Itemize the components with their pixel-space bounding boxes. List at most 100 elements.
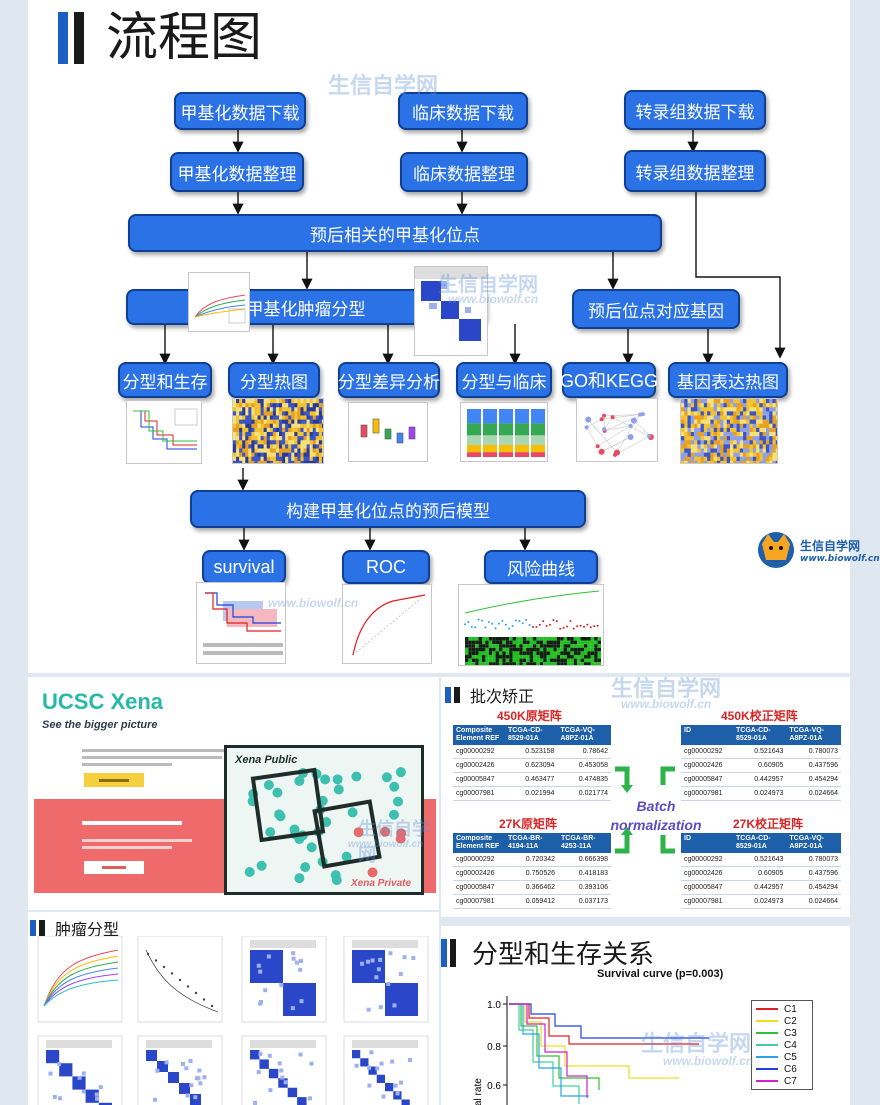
node-transcript-clean: 转录组数据整理 [624, 150, 766, 192]
table-cell: 0.523158 [505, 745, 558, 759]
table-cell: 0.024973 [733, 894, 787, 909]
node-survival: survival [202, 550, 286, 584]
table-cell: 0.474835 [557, 772, 611, 787]
legend-swatch [756, 1056, 778, 1058]
thumb-roc [342, 584, 432, 664]
table-caption: 27K原矩阵 [499, 817, 558, 831]
ytick: 0.8 [487, 1042, 501, 1053]
tumor-heading: 肿瘤分型 [30, 916, 119, 940]
node-gene-heatmap: 基因表达热图 [668, 362, 788, 398]
table-caption: 27K校正矩阵 [733, 817, 804, 831]
table-cell: cg00007981 [453, 786, 505, 801]
table-header-cell: TCGA-VQ-A8PZ-01A [786, 725, 841, 745]
table-header-cell: ID [681, 833, 733, 853]
table-caption: 450K原矩阵 [497, 709, 562, 723]
legend-label: C5 [784, 1051, 797, 1063]
node-methyl-clean: 甲基化数据整理 [170, 152, 304, 192]
table-cell: 0.418183 [558, 866, 611, 881]
node-roc: ROC [342, 550, 430, 584]
watermark-url: www.biowolf.cn [621, 697, 712, 711]
ytick: 1.0 [487, 1000, 501, 1011]
table-header-cell: TCGA-BR-4253-11A [558, 833, 611, 853]
thumb-subtype-heatmap [232, 398, 324, 464]
table-cell: 0.78642 [557, 745, 611, 759]
table-header-cell: TCGA-CD-8529-01A [505, 725, 558, 745]
table-cell: 0.442957 [733, 772, 787, 787]
table-cell: cg00002426 [453, 866, 505, 881]
logo-url: www.biowolf.cn [800, 553, 880, 564]
table-cell: 0.021994 [505, 786, 558, 801]
table-cell: 0.780073 [786, 853, 841, 867]
legend-entry: C7 [752, 1075, 812, 1087]
legend-label: C3 [784, 1027, 797, 1039]
tutorials-button[interactable] [84, 861, 144, 874]
survival-chart-title: Survival curve (p=0.003) [597, 968, 724, 980]
table-cell: cg00005847 [453, 772, 505, 787]
survival-heading: 分型和生存关系 [441, 934, 654, 971]
legend-entry: C4 [752, 1039, 812, 1051]
tumor-heading-text: 肿瘤分型 [55, 920, 120, 939]
legend-swatch [756, 1020, 778, 1022]
brand-logo: 生信自学网 www.biowolf.cn [756, 530, 880, 570]
table-cell: 0.454294 [786, 772, 841, 787]
legend-label: C2 [784, 1015, 797, 1027]
table-cell: 0.750526 [505, 866, 558, 881]
table-cell: 0.780073 [786, 745, 841, 759]
node-clinical-clean: 临床数据整理 [400, 152, 528, 192]
table-cell: 0.024973 [733, 786, 787, 801]
legend-label: C4 [784, 1039, 797, 1051]
table-cell: 0.393106 [558, 880, 611, 895]
legend-label: C7 [784, 1075, 797, 1087]
node-subtype-survival: 分型和生存 [118, 362, 212, 398]
table-cell: 0.666398 [558, 853, 611, 867]
table-cell: 0.437596 [786, 866, 841, 881]
xena-description-placeholder [82, 747, 242, 766]
xena-panel: UCSC Xena See the bigger picture Xena Pu… [28, 677, 439, 910]
table-cell: cg00005847 [453, 880, 505, 895]
table-header-cell: TCGA-CD-8529-01A [733, 725, 787, 745]
fox-logo-icon [758, 532, 794, 568]
table-cell: cg00002426 [681, 866, 733, 881]
table-cell: cg00000292 [453, 853, 505, 867]
flowchart-panel: 流程图 甲基化数据下载 [28, 0, 850, 673]
batch-heading-text: 批次矫正 [470, 687, 535, 706]
table-cell: 0.623094 [505, 758, 558, 773]
page-title: 流程图 [106, 8, 263, 68]
survival-panel: 分型和生存关系 Survival curve (p=0.003) al rate… [441, 926, 850, 1105]
launch-xena-button[interactable] [84, 773, 144, 787]
thumb-boxplot [348, 402, 428, 462]
watermark-brand: 生信自学网 [611, 676, 722, 701]
table-cell: 0.60905 [733, 758, 787, 773]
table-cell: 0.521643 [733, 745, 787, 759]
table-cell: 0.463477 [505, 772, 558, 787]
table-header-cell: TCGA-VQ-A8PZ-01A [786, 833, 841, 853]
legend-entry: C5 [752, 1051, 812, 1063]
node-transcript-download: 转录组数据下载 [624, 90, 766, 130]
consensus-thumbnail-grid [37, 936, 429, 1105]
table-cell: cg00002426 [453, 758, 505, 773]
batch-label-line2: normalization [610, 817, 702, 833]
xena-title: UCSC Xena [42, 689, 164, 714]
survival-heading-text: 分型和生存关系 [472, 940, 655, 970]
legend-label: C1 [784, 1003, 797, 1015]
batch-heading: 批次矫正 [445, 683, 534, 707]
table-cell: 0.60905 [733, 866, 787, 881]
table-cell: 0.021774 [557, 786, 611, 801]
tumor-panel: 肿瘤分型 [28, 912, 439, 1105]
table-cell: cg00007981 [681, 786, 733, 801]
thumb-consensus-matrix [414, 266, 488, 356]
